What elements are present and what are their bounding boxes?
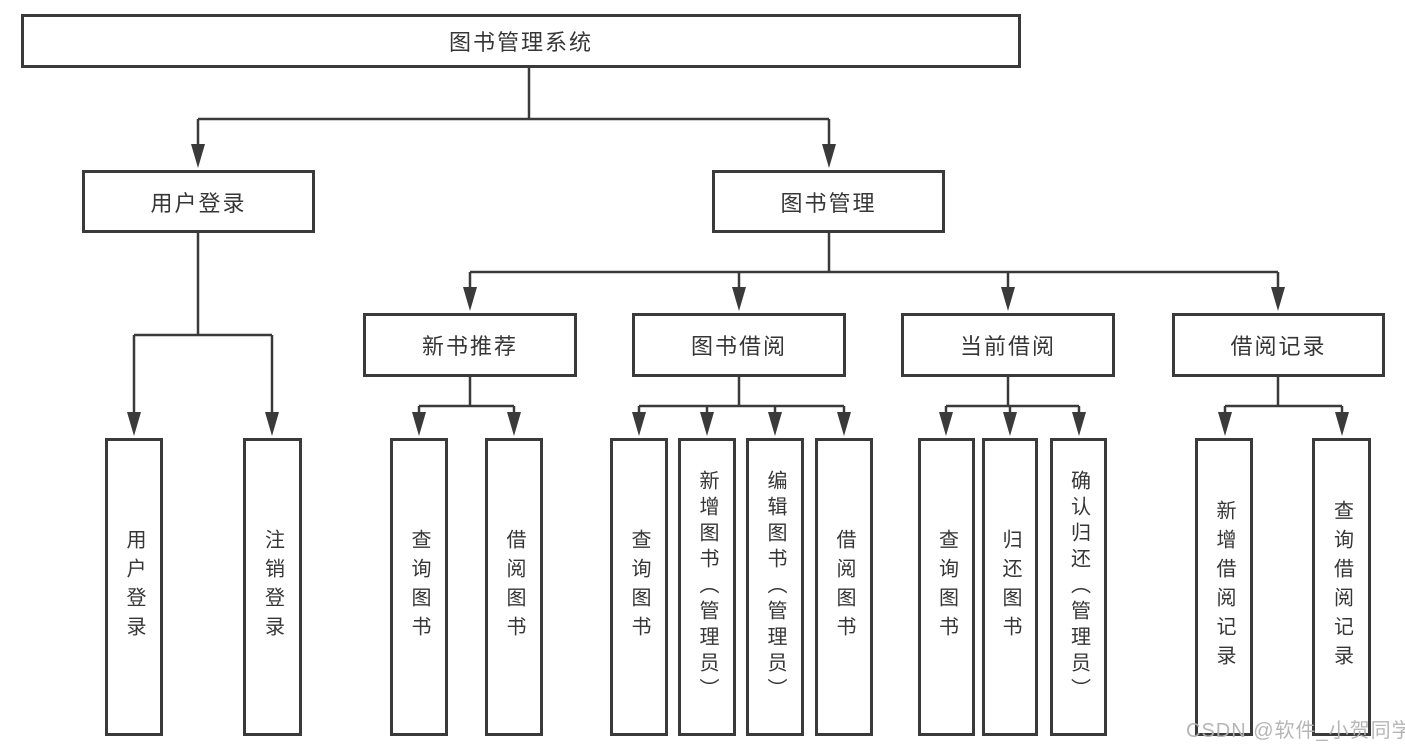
node-book-borrow: 图书借阅 — [632, 313, 846, 377]
leaf-newbook-borrow: 借阅图书 — [485, 438, 543, 736]
leaf-newbook-borrow-label: 借阅图书 — [503, 529, 525, 645]
node-root: 图书管理系统 — [21, 14, 1021, 68]
leaf-current-confirm-admin: 确认归还（管理员） — [1050, 438, 1107, 736]
node-user-login: 用户登录 — [82, 170, 315, 233]
leaf-record-add: 新增借阅记录 — [1195, 438, 1253, 736]
leaf-newbook-query: 查询图书 — [390, 438, 448, 736]
node-user-login-label: 用户登录 — [150, 190, 247, 216]
leaf-borrow-borrow: 借阅图书 — [815, 438, 873, 736]
leaf-user-login: 用户登录 — [105, 438, 163, 736]
leaf-borrow-add-admin: 新增图书（管理员） — [678, 438, 736, 736]
node-current-borrow-label: 当前借阅 — [959, 334, 1056, 359]
leaf-current-confirm-admin-label: 确认归还（管理员） — [1067, 470, 1090, 704]
leaf-borrow-query-label: 查询图书 — [628, 529, 650, 645]
leaf-newbook-query-label: 查询图书 — [408, 529, 430, 645]
leaf-current-return: 归还图书 — [982, 438, 1038, 736]
leaf-borrow-query: 查询图书 — [610, 438, 668, 736]
leaf-borrow-add-admin-label: 新增图书（管理员） — [696, 470, 718, 704]
node-borrow-record: 借阅记录 — [1172, 313, 1385, 377]
leaf-user-login-label: 用户登录 — [123, 529, 145, 645]
leaf-current-return-label: 归还图书 — [999, 529, 1021, 645]
node-book-management: 图书管理 — [712, 170, 945, 233]
node-book-management-label: 图书管理 — [780, 190, 877, 216]
node-new-book-recommend: 新书推荐 — [363, 313, 577, 377]
leaf-record-add-label: 新增借阅记录 — [1213, 500, 1235, 674]
csdn-watermark: CSDN @软件_小贺同学 — [1186, 720, 1405, 742]
node-current-borrow: 当前借阅 — [901, 313, 1115, 377]
node-new-book-recommend-label: 新书推荐 — [421, 334, 518, 359]
leaf-logout-label: 注销登录 — [261, 529, 284, 645]
leaf-borrow-edit-admin-label: 编辑图书（管理员） — [764, 470, 786, 704]
leaf-borrow-edit-admin: 编辑图书（管理员） — [746, 438, 804, 736]
node-book-borrow-label: 图书借阅 — [690, 334, 787, 359]
node-root-label: 图书管理系统 — [448, 30, 593, 55]
leaf-record-query-label: 查询借阅记录 — [1330, 500, 1353, 674]
leaf-current-query: 查询图书 — [918, 438, 975, 736]
node-borrow-record-label: 借阅记录 — [1230, 334, 1327, 359]
leaf-current-query-label: 查询图书 — [935, 529, 958, 645]
leaf-borrow-borrow-label: 借阅图书 — [833, 529, 855, 645]
leaf-logout: 注销登录 — [243, 438, 302, 736]
leaf-record-query: 查询借阅记录 — [1312, 438, 1371, 736]
